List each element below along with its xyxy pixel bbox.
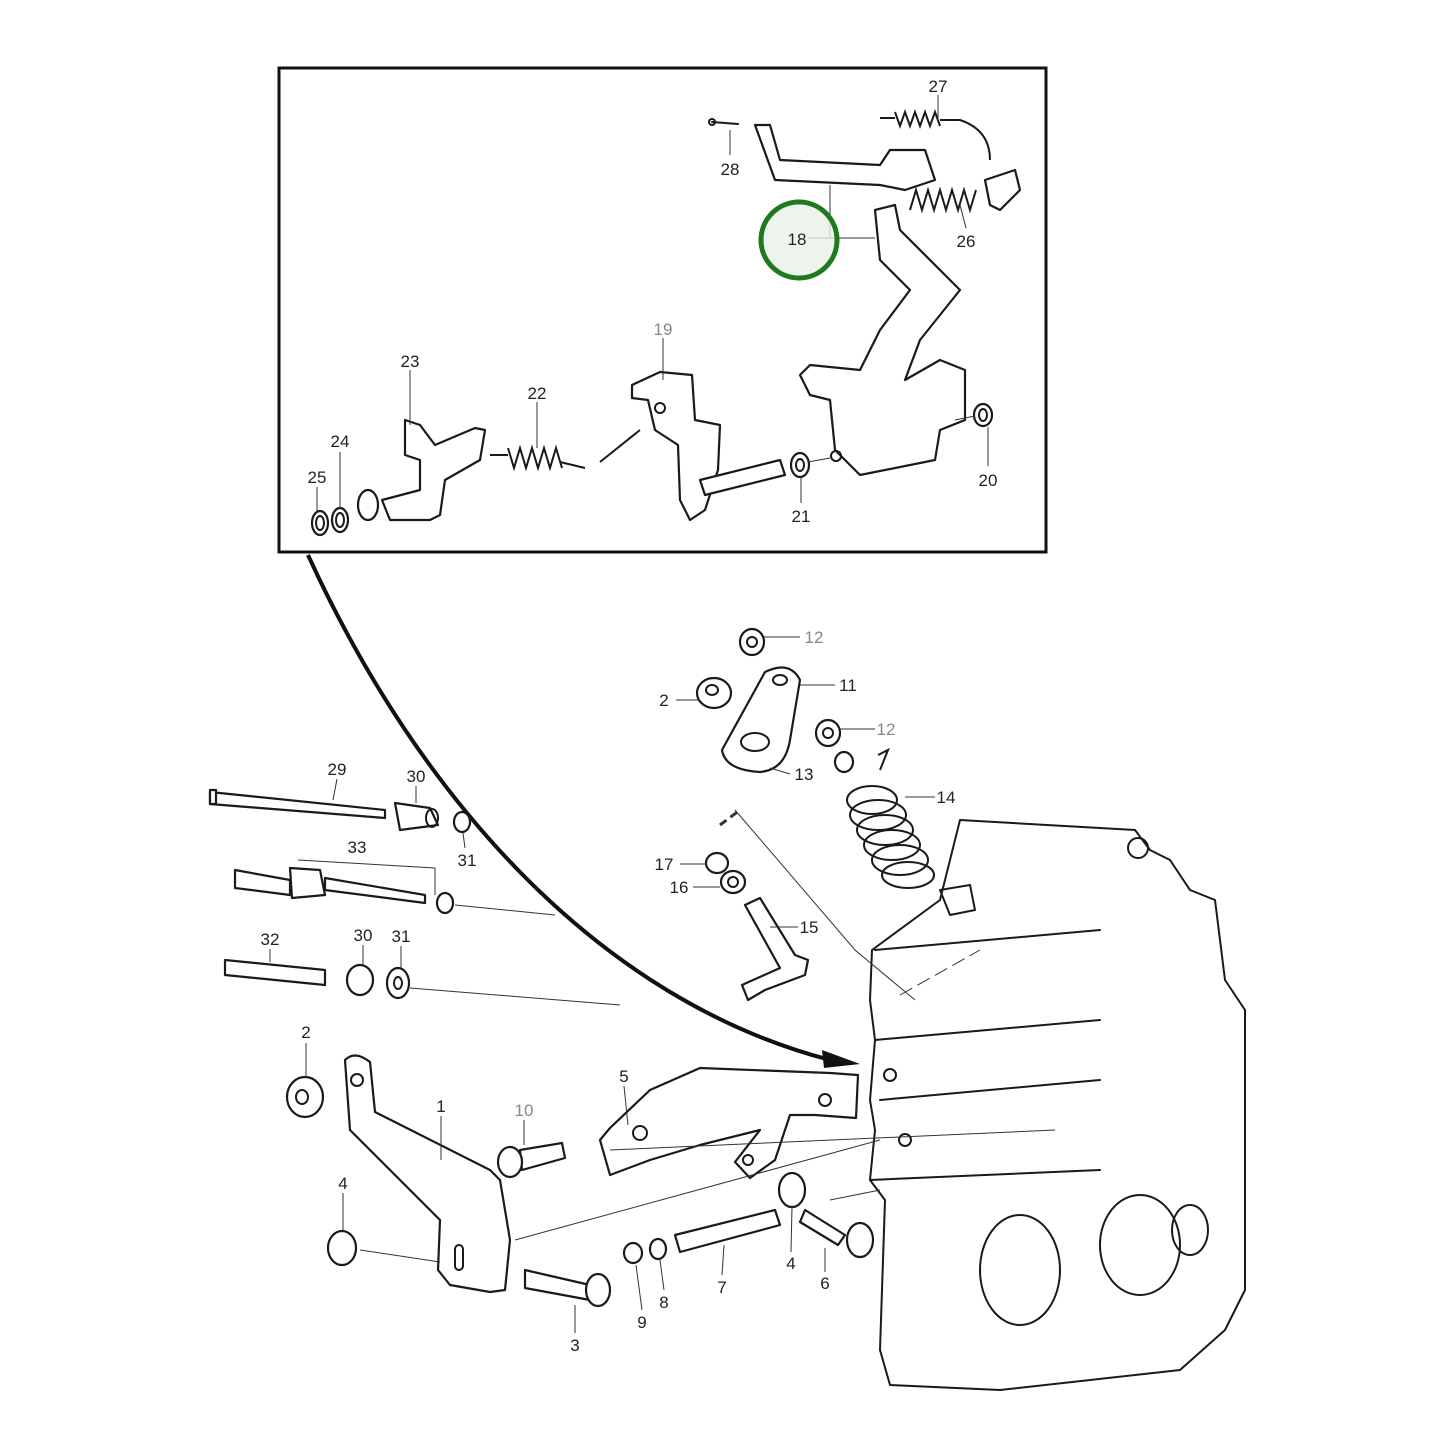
part-20-nut[interactable]: [972, 402, 994, 428]
label-11: 11: [839, 676, 857, 695]
part-25-washer[interactable]: [310, 509, 330, 537]
part-4-balljoint[interactable]: [777, 1171, 807, 1209]
housing: [869, 819, 1246, 1391]
label-28: 28: [721, 160, 740, 179]
part-31-washer-upper[interactable]: [452, 810, 472, 834]
part-12-nut-lower[interactable]: [814, 718, 842, 748]
label-24: 24: [331, 432, 350, 451]
label-27: 27: [929, 77, 948, 96]
label-14: 14: [937, 788, 956, 807]
label-4-left: 4: [338, 1174, 347, 1193]
part-1-bracket[interactable]: [343, 1054, 512, 1294]
part-22-spring[interactable]: [490, 429, 641, 472]
label-3: 3: [570, 1336, 579, 1355]
label-30-lower: 30: [354, 926, 373, 945]
label-9: 9: [637, 1313, 646, 1332]
part-12-nut-top[interactable]: [738, 627, 766, 657]
part-6-bolt[interactable]: [798, 1208, 875, 1259]
part-26-spring[interactable]: [909, 168, 1022, 214]
label-8: 8: [659, 1293, 668, 1312]
label-33: 33: [348, 838, 367, 857]
part-32-screw[interactable]: [223, 958, 327, 987]
label-21: 21: [792, 507, 811, 526]
label-10: 10: [515, 1101, 534, 1120]
part-8-washer[interactable]: [648, 1237, 668, 1261]
label-31-lower: 31: [392, 927, 411, 946]
label-29: 29: [328, 760, 347, 779]
part-2-grommet-lower[interactable]: [285, 1075, 325, 1119]
part-14-spring[interactable]: [846, 747, 935, 889]
part-16-nut[interactable]: [719, 869, 747, 895]
part-7-pin[interactable]: [673, 1208, 782, 1254]
label-25: 25: [308, 468, 327, 487]
part-31-washer-lower[interactable]: [385, 966, 411, 1000]
label-5: 5: [619, 1067, 628, 1086]
inset-frame: [277, 66, 1048, 554]
part-28-pin[interactable]: [708, 118, 739, 126]
label-22: 22: [528, 384, 547, 403]
part-9-nut[interactable]: [622, 1241, 644, 1265]
label-13: 13: [795, 765, 814, 784]
part-4-spacer-left[interactable]: [326, 1229, 358, 1267]
part-17-washer[interactable]: [704, 851, 730, 875]
part-18-lever[interactable]: [753, 123, 967, 477]
label-23: 23: [401, 352, 420, 371]
label-12-lower: 12: [877, 720, 896, 739]
label-17: 17: [655, 855, 674, 874]
label-4-right: 4: [786, 1254, 795, 1273]
part-13-washer[interactable]: [833, 750, 855, 774]
label-6: 6: [820, 1274, 829, 1293]
label-2-lower: 2: [301, 1023, 310, 1042]
part-23-lever[interactable]: [356, 418, 487, 522]
part-27-spring[interactable]: [880, 109, 991, 161]
inset-labels: 27 28 18 26 19 23 22 24 25 21 20: [308, 77, 998, 526]
label-12-top: 12: [805, 628, 824, 647]
part-30-nut-upper[interactable]: [393, 801, 440, 832]
part-21-washer[interactable]: [789, 451, 811, 479]
callout-arrowhead: [822, 1050, 860, 1068]
part-33-adjuster[interactable]: [233, 859, 455, 915]
label-30-upper: 30: [407, 767, 426, 786]
label-32: 32: [261, 930, 280, 949]
label-31-upper: 31: [458, 851, 477, 870]
label-26: 26: [957, 232, 976, 251]
part-30-nut-lower[interactable]: [345, 963, 375, 997]
label-1: 1: [436, 1097, 445, 1116]
label-18-highlighted[interactable]: 18: [788, 230, 807, 249]
main-leader-lines: [269, 636, 1056, 1333]
label-16: 16: [670, 878, 689, 897]
part-10-bolt[interactable]: [496, 1141, 567, 1179]
part-3-bolt[interactable]: [523, 1268, 612, 1308]
label-2-top: 2: [659, 691, 668, 710]
part-24-washer[interactable]: [330, 506, 350, 534]
part-29-rod[interactable]: [208, 788, 387, 820]
label-19: 19: [654, 320, 673, 339]
highlight-circle: [758, 199, 840, 281]
label-15: 15: [800, 918, 819, 937]
label-7: 7: [717, 1278, 726, 1297]
part-19-bracket[interactable]: [630, 370, 787, 522]
main-labels: 12 2 11 12 13 14 29 30 31 33 17 16 15 32…: [261, 628, 956, 1355]
part-15-bolt[interactable]: [740, 896, 810, 1002]
part-5-lever[interactable]: [598, 1066, 860, 1180]
part-11-plate[interactable]: [720, 666, 802, 774]
part-2-grommet-top[interactable]: [695, 676, 733, 710]
label-20: 20: [979, 471, 998, 490]
callout-arrow: [306, 554, 831, 1062]
